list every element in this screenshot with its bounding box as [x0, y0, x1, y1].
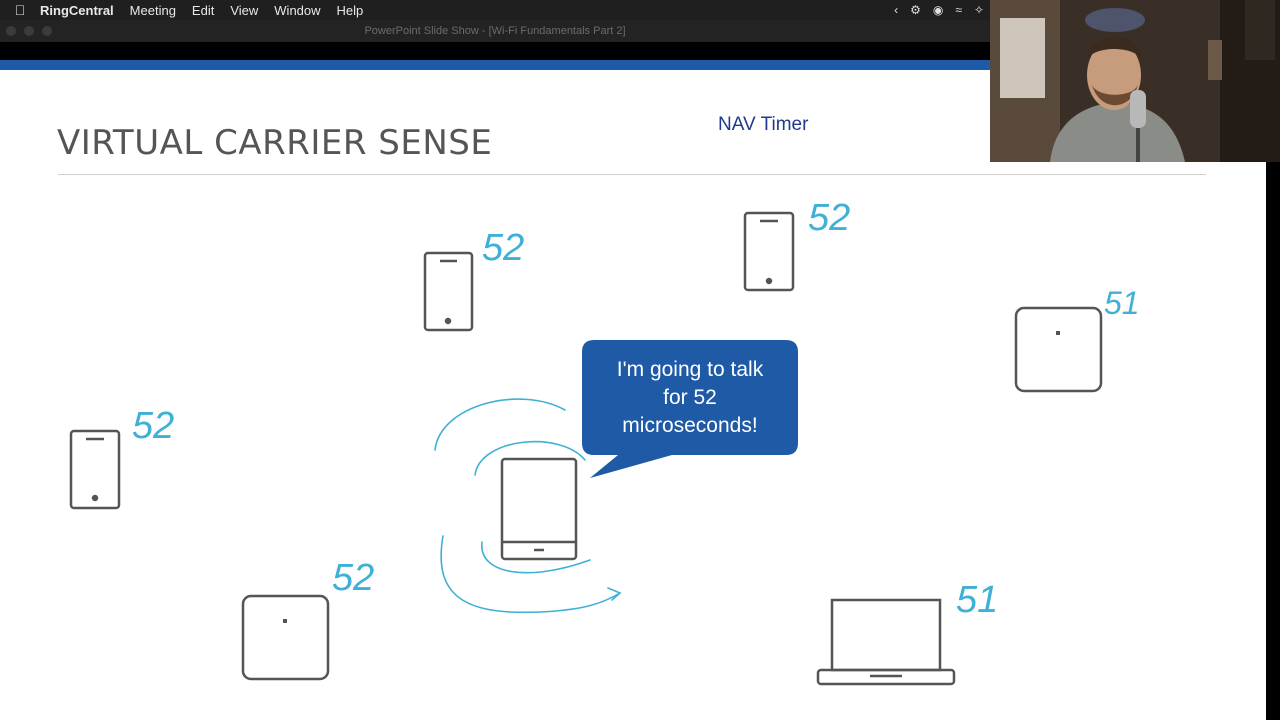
phone-icon — [743, 211, 795, 292]
minimize-window-button[interactable] — [24, 26, 34, 36]
slide-accent-bar — [0, 60, 990, 70]
callout-line-2: for 52 — [663, 386, 717, 409]
laptop-icon — [816, 598, 956, 686]
menu-window[interactable]: Window — [274, 2, 321, 18]
menu-app-name[interactable]: RingCentral — [40, 2, 114, 18]
window-edge — [1266, 160, 1280, 720]
handwritten-values: 52 52 52 52 51 51 — [132, 197, 1140, 621]
title-divider — [58, 174, 1206, 175]
callout-line-1: I'm going to talk — [617, 358, 764, 381]
nav-value: 51 — [956, 579, 998, 621]
apple-icon[interactable]:  — [0, 2, 40, 18]
webcam-video[interactable] — [990, 0, 1280, 162]
nav-value: 52 — [332, 557, 374, 599]
share-icon[interactable]: ✧ — [973, 3, 984, 17]
menu-view[interactable]: View — [230, 2, 259, 18]
gear-icon[interactable]: ⚙ — [910, 3, 921, 17]
access-point-icon — [1014, 306, 1103, 393]
diagram: I'm going to talk for 52 microseconds! 5… — [69, 197, 1140, 686]
nav-value: 52 — [132, 405, 174, 447]
slide-subtitle: NAV Timer — [718, 114, 809, 135]
nav-value: 52 — [482, 227, 524, 269]
callout-line-3: microseconds! — [622, 414, 757, 437]
menu-edit[interactable]: Edit — [191, 2, 215, 18]
slide-title: VIRTUAL CARRIER SENSE — [57, 123, 493, 163]
status-circle-icon[interactable]: ◉ — [932, 3, 944, 17]
access-point-icon — [241, 594, 330, 681]
window-titlebar: PowerPoint Slide Show - [Wi-Fi Fundament… — [0, 20, 990, 42]
menu-meeting[interactable]: Meeting — [129, 2, 176, 18]
window-title: PowerPoint Slide Show - [Wi-Fi Fundament… — [364, 25, 626, 37]
phone-icon — [69, 429, 121, 510]
macos-menubar:  RingCentral Meeting Edit View Window H… — [0, 0, 990, 20]
slide-canvas: VIRTUAL CARRIER SENSE NAV Timer — [0, 60, 1266, 720]
nav-value: 51 — [1104, 285, 1140, 321]
window-controls — [6, 26, 52, 36]
slide-letterbox — [0, 42, 990, 60]
menubar-status-area: ‹ ⚙ ◉ ≈ ✧ — [894, 0, 990, 20]
wifi-icon[interactable]: ≈ — [955, 3, 962, 17]
phone-icon — [423, 251, 474, 332]
zoom-window-button[interactable] — [42, 26, 52, 36]
speech-callout: I'm going to talk for 52 microseconds! — [582, 340, 798, 478]
chevron-left-icon[interactable]: ‹ — [894, 3, 899, 17]
transmission-sketch — [434, 398, 622, 614]
nav-value: 52 — [808, 197, 850, 239]
close-window-button[interactable] — [6, 26, 16, 36]
webcam-frame — [990, 0, 1280, 162]
menu-help[interactable]: Help — [336, 2, 364, 18]
tablet-icon — [500, 457, 578, 561]
